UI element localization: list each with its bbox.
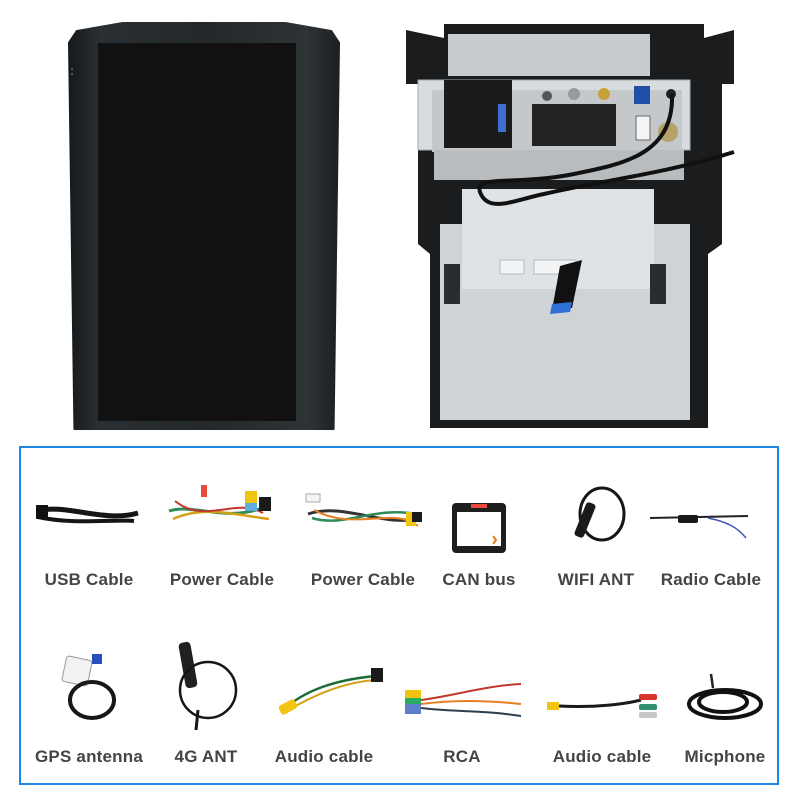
- power-cable-image: [168, 485, 271, 521]
- head-unit-screen: [98, 43, 296, 421]
- accessory-label-audio-cable-2: Audio cable: [552, 747, 652, 766]
- accessory-label-power-cable-2: Power Cable: [310, 570, 416, 589]
- accessory-label-usb-cable: USB Cable: [44, 570, 134, 589]
- accessory-label-audio-cable: Audio cable: [274, 747, 374, 766]
- 4g-antenna-image: [178, 641, 238, 731]
- head-unit-back-image: [404, 24, 738, 428]
- audio-cable-image: [547, 694, 657, 718]
- power-cable-image: [305, 493, 422, 527]
- rca-cable-image: [405, 683, 522, 717]
- accessories-panel: [19, 446, 779, 785]
- audio-cable-image: [278, 668, 383, 715]
- accessory-label-gps-antenna: GPS antenna: [34, 747, 144, 766]
- head-unit-front-image: [68, 22, 340, 430]
- accessory-label-4g-ant: 4G ANT: [174, 747, 238, 766]
- accessory-label-rca: RCA: [443, 747, 481, 766]
- accessory-label-radio-cable: Radio Cable: [660, 570, 762, 589]
- accessory-label-microphone: Micphone: [684, 747, 766, 766]
- accessory-label-power-cable: Power Cable: [169, 570, 275, 589]
- usb-cable-image: [36, 505, 139, 524]
- bezel-indicator-dots: [71, 68, 73, 82]
- canbus-box-image: [452, 503, 506, 553]
- wifi-antenna-image: [574, 486, 626, 542]
- microphone-image: [687, 673, 763, 720]
- accessory-label-wifi-ant: WIFI ANT: [557, 570, 635, 589]
- gps-antenna-image: [61, 654, 116, 720]
- accessory-label-canbus: CAN bus: [442, 570, 516, 589]
- radio-cable-image: [649, 515, 749, 539]
- head-unit-back-drawing: [406, 24, 735, 428]
